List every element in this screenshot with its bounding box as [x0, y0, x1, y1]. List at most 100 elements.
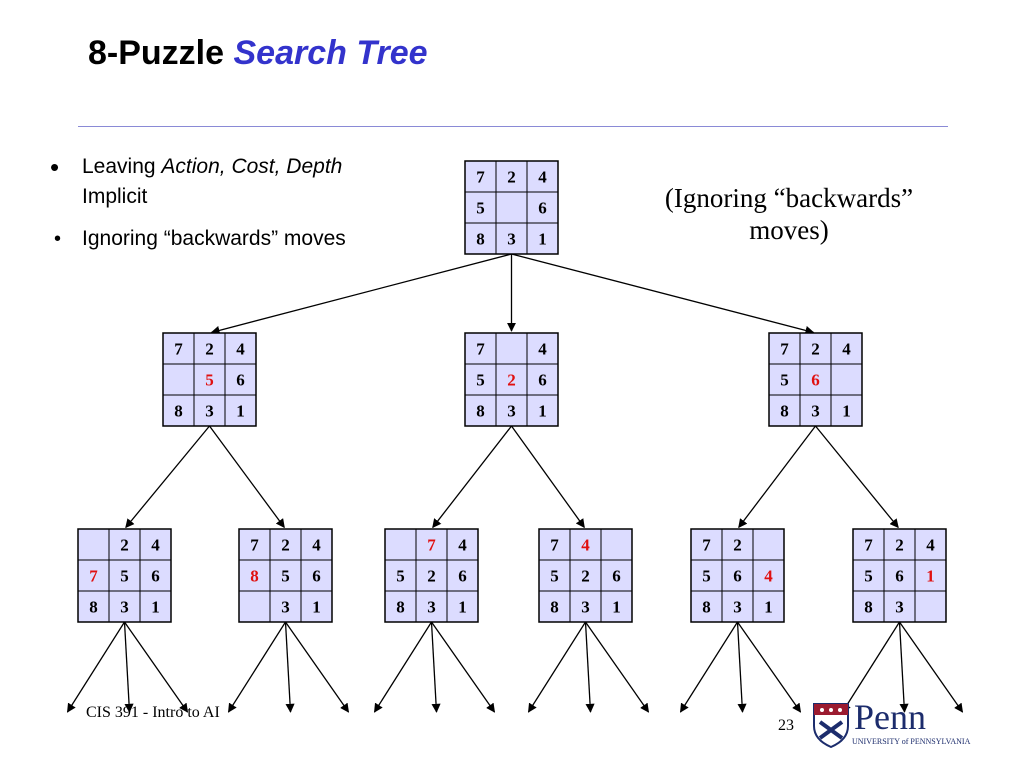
bullet-item: • Leaving Action, Cost, Depth Implicit: [50, 152, 346, 212]
tile: 4: [458, 536, 467, 555]
tile: 7: [250, 536, 259, 555]
moved-tile: 4: [764, 567, 773, 586]
tile: 1: [312, 598, 321, 617]
continuation-arrow: [123, 621, 189, 713]
tile: 6: [538, 199, 547, 218]
note: (Ignoring “backwards” moves): [624, 182, 954, 246]
tile: 5: [780, 371, 789, 390]
tile: 1: [458, 598, 467, 617]
continuation-arrow: [584, 621, 595, 713]
tile: 2: [733, 536, 742, 555]
bullet-list: • Leaving Action, Cost, Depth Implicit •…: [50, 152, 346, 254]
tile: 7: [174, 340, 183, 359]
tile: 4: [842, 340, 851, 359]
penn-logo: Penn UNIVERSITY of PENNSYLVANIA: [812, 697, 970, 750]
tree-edge: [738, 425, 817, 529]
tree-edge: [125, 425, 211, 529]
continuation-arrow: [373, 621, 433, 713]
board-background: [538, 528, 633, 623]
bullet-italic: Action, Cost, Depth: [161, 155, 343, 178]
bullet-dot-icon: •: [54, 228, 62, 250]
tile: 2: [281, 536, 290, 555]
board-background: [768, 332, 863, 427]
tree-edge: [510, 425, 585, 529]
moved-tile: 6: [811, 371, 820, 390]
tile: 8: [550, 598, 559, 617]
bullet-line2: Implicit: [82, 185, 148, 208]
tile: 5: [396, 567, 405, 586]
shield-icon: [813, 703, 849, 748]
continuation-arrow: [584, 621, 650, 713]
continuation-arrow: [898, 621, 964, 713]
tile: 1: [151, 598, 160, 617]
tile: 3: [281, 598, 290, 617]
moved-tile: 5: [205, 371, 214, 390]
tile: 1: [612, 598, 621, 617]
board-background: [690, 528, 785, 623]
tile: 4: [538, 168, 547, 187]
tile: 4: [538, 340, 547, 359]
moved-tile: 2: [507, 371, 516, 390]
logo-wordmark: Penn: [854, 697, 926, 737]
board-background: [464, 160, 559, 255]
tile: 8: [476, 402, 485, 421]
tree-edge: [814, 425, 899, 529]
tile: 2: [895, 536, 904, 555]
continuation-arrow: [898, 621, 909, 713]
tile: 2: [427, 567, 436, 586]
board-background: [384, 528, 479, 623]
tile: 5: [550, 567, 559, 586]
tile: 1: [538, 230, 547, 249]
tile: 2: [120, 536, 129, 555]
tile: 6: [236, 371, 245, 390]
moved-tile: 4: [581, 536, 590, 555]
bullet-text: Ignoring “backwards” moves: [82, 227, 346, 250]
tile: 8: [780, 402, 789, 421]
note-line-1: (Ignoring “backwards”: [664, 183, 914, 213]
bullet-text: Leaving: [82, 155, 162, 178]
tile: 7: [550, 536, 559, 555]
continuation-arrow: [841, 621, 901, 713]
tile: 1: [842, 402, 851, 421]
bullet-item: • Ignoring “backwards” moves: [50, 224, 346, 254]
tile: 3: [581, 598, 590, 617]
moved-tile: 7: [427, 536, 436, 555]
note-line-2: moves): [749, 215, 829, 245]
moved-tile: 1: [926, 567, 935, 586]
board-background: [238, 528, 333, 623]
tile: 8: [702, 598, 711, 617]
tile: 3: [205, 402, 214, 421]
moved-tile: 7: [89, 567, 98, 586]
tile: 3: [120, 598, 129, 617]
continuation-arrow: [736, 621, 802, 713]
continuation-arrow: [66, 621, 126, 713]
continuation-arrow: [736, 621, 747, 713]
title-divider: [78, 126, 948, 127]
board-background: [77, 528, 172, 623]
continuation-arrow: [527, 621, 587, 713]
logo-subtitle: UNIVERSITY of PENNSYLVANIA: [852, 737, 971, 746]
tile: 1: [538, 402, 547, 421]
tile: 5: [281, 567, 290, 586]
tile: 3: [811, 402, 820, 421]
tile: 5: [476, 199, 485, 218]
tile: 5: [864, 567, 873, 586]
tile: 6: [458, 567, 467, 586]
tile: 5: [120, 567, 129, 586]
title-accent: Search Tree: [233, 34, 428, 72]
tile: 8: [864, 598, 873, 617]
tile: 5: [702, 567, 711, 586]
tile: 7: [864, 536, 873, 555]
tile: 5: [476, 371, 485, 390]
continuation-arrow: [430, 621, 496, 713]
tile: 6: [612, 567, 621, 586]
tree-edge: [432, 425, 513, 529]
tile: 7: [476, 340, 485, 359]
tile: 3: [427, 598, 436, 617]
